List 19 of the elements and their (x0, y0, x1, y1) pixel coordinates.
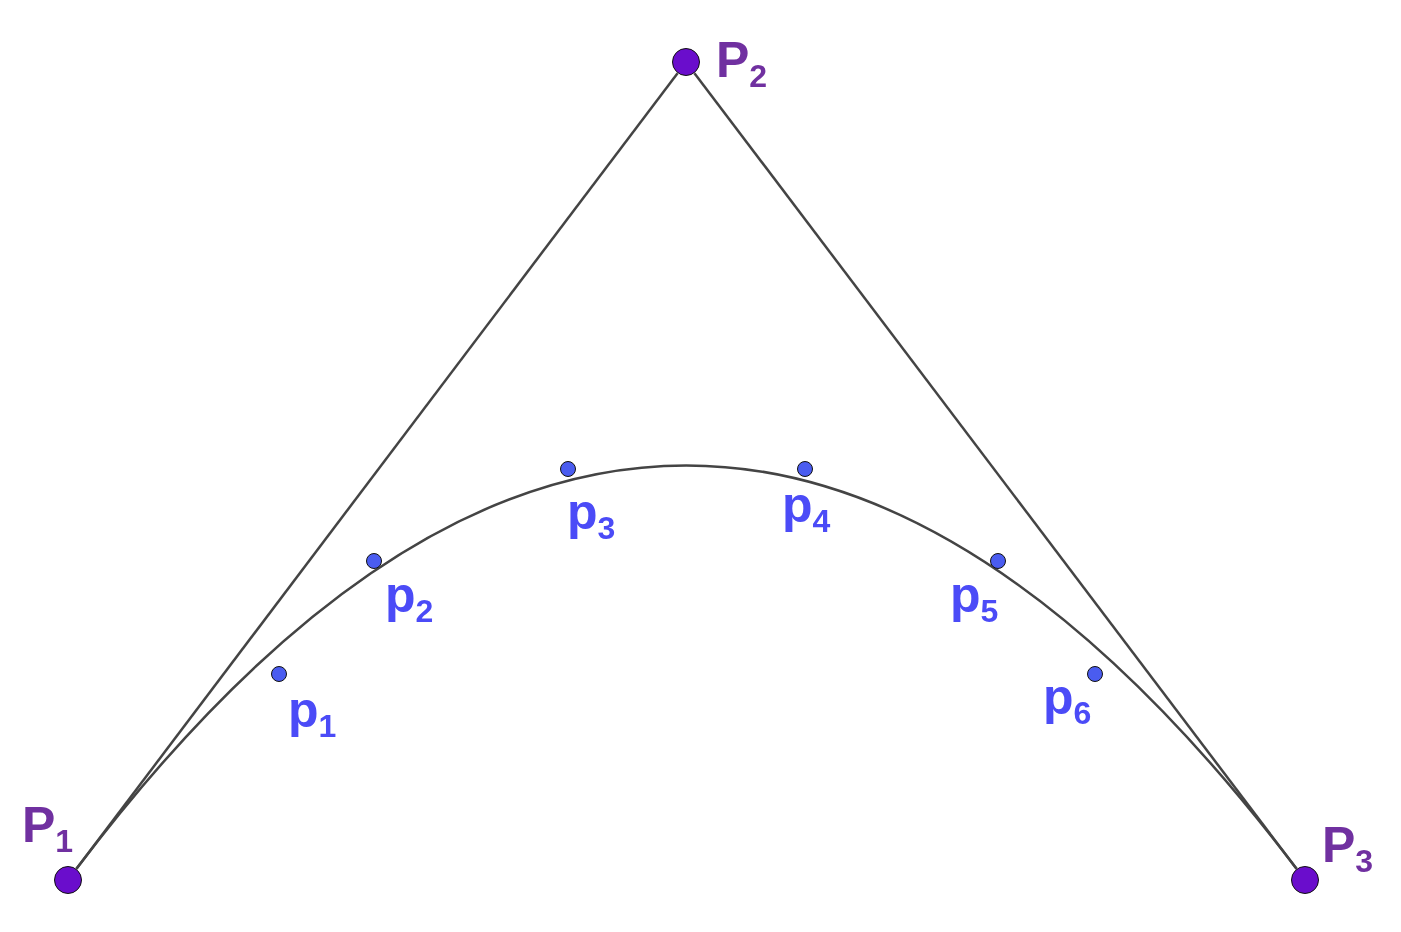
point-label: p$_{3}$ (567, 487, 616, 544)
curve-line (75, 465, 1298, 870)
point-dot (797, 461, 813, 477)
point-label: P$_{3}$ (1322, 820, 1374, 877)
point-label: P$_{2}$ (716, 35, 768, 92)
point-label: p$_{2}$ (385, 570, 434, 627)
point-label: p$_{1}$ (288, 685, 337, 742)
point-dot (560, 461, 576, 477)
point-dot (54, 866, 82, 894)
point-dot (366, 553, 382, 569)
point-label: p$_{5}$ (950, 570, 999, 627)
point-dot (672, 48, 700, 76)
point-label: P$_{1}$ (22, 800, 74, 857)
point-label: p$_{4}$ (782, 480, 831, 537)
point-dot (271, 666, 287, 682)
point-dot (1291, 866, 1319, 894)
point-dot (990, 553, 1006, 569)
point-dot (1087, 666, 1103, 682)
point-label: p$_{6}$ (1043, 672, 1092, 729)
